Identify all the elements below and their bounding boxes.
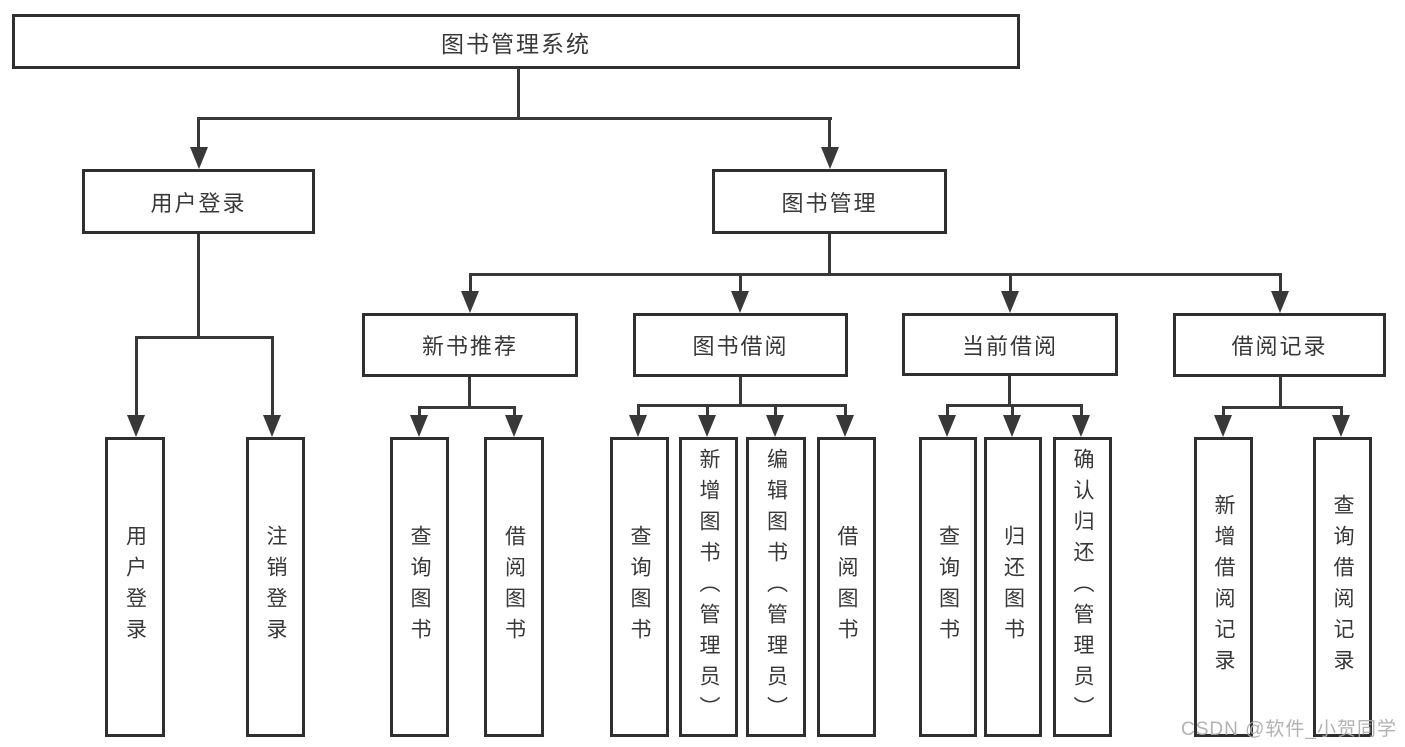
connector-line [637, 404, 640, 417]
connector-line [1008, 376, 1011, 407]
arrowhead [461, 291, 479, 313]
node-book-management: 图书管理 [712, 169, 947, 234]
leaf-query-books-borrow: 查询图书 [610, 437, 669, 737]
leaf-add-borrow-record: 新增借阅记录 [1194, 437, 1253, 737]
arrowhead [629, 415, 647, 437]
node-current-borrow: 当前借阅 [902, 313, 1118, 376]
node-label: 用户登录 [150, 190, 247, 216]
connector-line [946, 404, 1083, 407]
connector-line [1279, 273, 1282, 294]
arrowhead [766, 415, 784, 437]
csdn-watermark: CSDN @软件_小贺同学 [1181, 719, 1397, 740]
connector-line [517, 68, 520, 119]
connector-line [739, 273, 742, 294]
connector-line [197, 117, 200, 149]
arrowhead [938, 415, 956, 437]
arrowhead [1214, 415, 1232, 437]
connector-line [1222, 406, 1343, 409]
node-label: 图书管理 [781, 190, 878, 216]
leaf-query-borrow-record: 查询借阅记录 [1313, 437, 1372, 737]
leaf-label: 借阅图书 [835, 525, 858, 649]
connector-line [828, 234, 831, 276]
node-root: 图书管理系统 [12, 14, 1020, 69]
node-label: 图书借阅 [692, 334, 789, 359]
node-user-login: 用户登录 [82, 169, 315, 234]
leaf-label: 归还图书 [1001, 525, 1025, 649]
connector-line [469, 273, 1282, 276]
leaf-logout: 注销登录 [246, 437, 305, 737]
node-label: 图书管理系统 [441, 30, 591, 57]
arrowhead [263, 415, 281, 437]
connector-line [135, 336, 138, 416]
connector-line [513, 406, 516, 417]
arrowhead [127, 415, 145, 437]
leaf-label: 查询借阅记录 [1331, 494, 1354, 680]
leaf-query-books-current: 查询图书 [919, 437, 977, 737]
connector-line [468, 377, 471, 409]
connector-line [1222, 406, 1225, 417]
connector-line [946, 404, 949, 417]
connector-line [706, 404, 709, 417]
connector-line [1011, 404, 1014, 417]
connector-line [1340, 406, 1343, 417]
leaf-user-login: 用户登录 [105, 437, 165, 737]
connector-line [418, 406, 516, 409]
leaf-label: 编辑图书（管理员） [764, 447, 788, 727]
leaf-label: 确认归还（管理员） [1071, 447, 1094, 727]
arrowhead [698, 415, 716, 437]
node-new-book-recommend: 新书推荐 [362, 313, 578, 377]
leaf-label: 用户登录 [123, 525, 147, 649]
leaf-label: 借阅图书 [502, 525, 526, 649]
node-borrow-records: 借阅记录 [1173, 313, 1386, 377]
leaf-confirm-return-admin: 确认归还（管理员） [1053, 437, 1112, 737]
leaf-return-books: 归还图书 [984, 437, 1042, 737]
node-label: 新书推荐 [421, 334, 518, 359]
arrowhead [505, 415, 523, 437]
connector-line [1009, 273, 1012, 294]
connector-line [844, 404, 847, 417]
leaf-edit-books-admin: 编辑图书（管理员） [746, 437, 806, 737]
connector-line [418, 406, 421, 417]
node-label: 当前借阅 [961, 333, 1058, 359]
node-label: 借阅记录 [1231, 334, 1328, 359]
arrowhead [1271, 291, 1289, 313]
leaf-label: 查询图书 [936, 525, 960, 649]
leaf-label: 查询图书 [628, 525, 651, 649]
arrowhead [821, 147, 839, 169]
arrowhead [836, 415, 854, 437]
node-book-borrow: 图书借阅 [633, 313, 848, 377]
connector-line [828, 117, 831, 149]
leaf-label: 新增图书（管理员） [697, 447, 720, 727]
connector-line [637, 404, 847, 407]
arrowhead [190, 147, 208, 169]
leaf-label: 注销登录 [264, 525, 287, 649]
connector-line [197, 234, 200, 339]
arrowhead [410, 415, 428, 437]
arrowhead [1003, 415, 1021, 437]
leaf-label: 查询图书 [408, 525, 431, 649]
connector-line [739, 377, 742, 407]
leaf-add-books-admin: 新增图书（管理员） [679, 437, 738, 737]
connector-line [271, 336, 274, 416]
arrowhead [1001, 291, 1019, 313]
arrowhead [1072, 415, 1090, 437]
arrowhead [731, 291, 749, 313]
leaf-query-books-recommend: 查询图书 [390, 437, 449, 737]
leaf-borrow-books-recommend: 借阅图书 [484, 437, 544, 737]
connector-line [1279, 377, 1282, 409]
connector-line [469, 273, 472, 294]
connector-line [135, 336, 274, 339]
connector-line [197, 117, 832, 120]
leaf-borrow-books: 借阅图书 [817, 437, 876, 737]
connector-line [774, 404, 777, 417]
leaf-label: 新增借阅记录 [1212, 494, 1235, 680]
connector-line [1080, 404, 1083, 417]
arrowhead [1332, 415, 1350, 437]
